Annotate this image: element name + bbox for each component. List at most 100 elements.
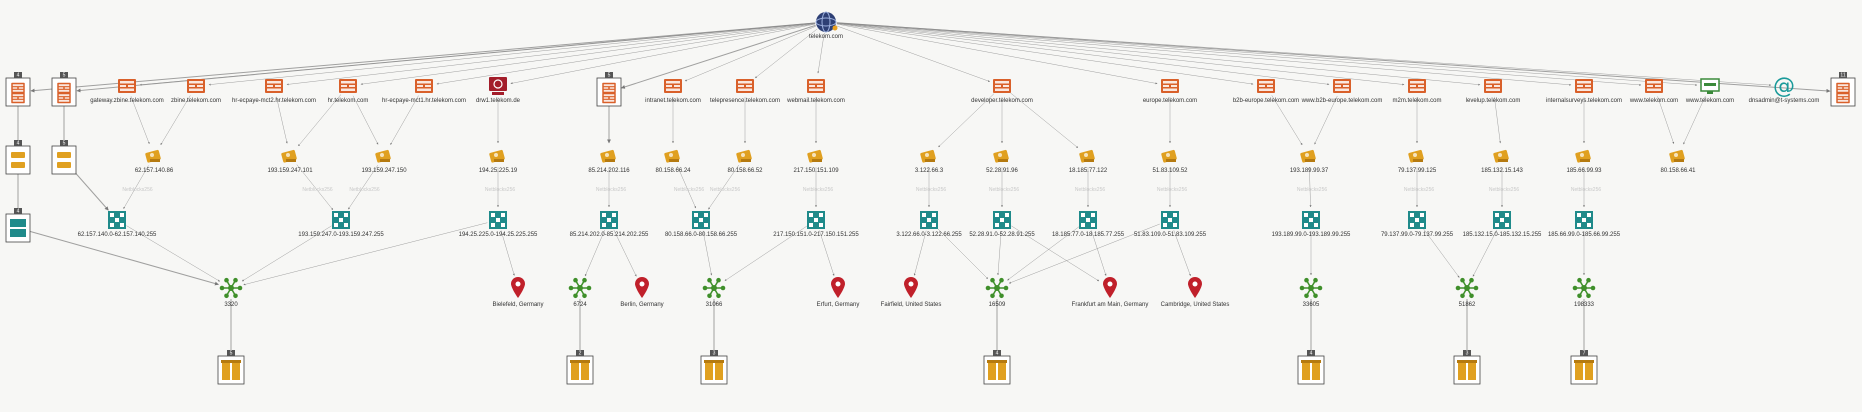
as-node-a1[interactable]: 3320 (219, 277, 243, 308)
node-label: 193.189.99.0-193.189.99.255 (1272, 232, 1351, 238)
netblock-node-n11[interactable]: 193.189.99.0-193.189.99.255 (1272, 211, 1351, 238)
ip-node-i10[interactable]: 52.28.91.96 (986, 149, 1019, 174)
group-bldg-node-b4[interactable]: 4 (983, 350, 1011, 385)
as-node-a5[interactable]: 33605 (1299, 277, 1323, 308)
group-bldg-node-b1[interactable]: 5 (217, 350, 245, 385)
ip-node-i14[interactable]: 79.137.99.125 (1398, 149, 1437, 174)
website-node-w2[interactable]: zbine.telekom.com (171, 79, 221, 104)
ip-node-i1[interactable]: 62.157.140.86 (135, 149, 174, 174)
edge-w4-i3 (352, 95, 379, 145)
as-node-a4[interactable]: 16509 (985, 277, 1009, 308)
as-node-a6[interactable]: 51862 (1455, 277, 1479, 308)
phrase-node-w18[interactable]: www.telekom.com (1685, 78, 1734, 104)
group-bldg-node-b2[interactable]: 2 (566, 350, 594, 385)
ip-node-i2[interactable]: 193.159.247.101 (267, 149, 313, 174)
location-node-l3[interactable]: Erfurt, Germany (817, 277, 860, 308)
website-icon (1257, 79, 1275, 93)
website-node-w15[interactable]: levelup.telekom.com (1466, 79, 1521, 104)
location-node-l5[interactable]: Frankfurt am Main, Germany (1072, 277, 1149, 308)
ip-node-i3[interactable]: 193.159.247.150 (361, 149, 407, 174)
group-website-node-g1[interactable]: 4 (5, 72, 31, 107)
edge-root-g7 (836, 22, 1831, 93)
node-label: 85.214.202.0-85.214.202.255 (570, 232, 649, 238)
ip-node-i6[interactable]: 80.158.66.24 (655, 149, 691, 174)
as-node-a2[interactable]: 6724 (568, 277, 592, 308)
netblock-icon (332, 211, 350, 229)
ip-node-i17[interactable]: 80.158.66.41 (1660, 149, 1696, 174)
website-node-w14[interactable]: m2m.telekom.com (1392, 79, 1442, 104)
website-node-w16[interactable]: internalsurveys.telekom.com (1546, 79, 1622, 104)
location-node-l2[interactable]: Berlin, Germany (620, 277, 664, 308)
edge-n7-a4 (936, 227, 988, 279)
ip-node-i4[interactable]: 194.25.225.19 (479, 149, 518, 174)
group-ip-node-g4[interactable]: 5 (51, 140, 77, 175)
node-label: 52.28.91.96 (986, 168, 1018, 174)
group-bldg-node-b5[interactable]: 4 (1297, 350, 1325, 385)
netblock-node-n2[interactable]: 193.159.247.0-193.159.247.255 (298, 211, 384, 238)
ip-node-i16[interactable]: 185.66.99.93 (1566, 149, 1602, 174)
ip-node-i13[interactable]: 193.189.99.37 (1290, 149, 1329, 174)
netblock-node-n14[interactable]: 185.66.99.0-185.66.99.255 (1548, 211, 1621, 238)
netblock-node-n7[interactable]: 3.122.66.0-3.122.66.255 (896, 211, 962, 238)
edge-n3-a1 (243, 222, 488, 286)
website-node-w4[interactable]: hr.telekom.com (328, 79, 369, 104)
netblock-node-n10[interactable]: 51.83.109.0-51.83.109.255 (1134, 211, 1207, 238)
as-node-a3[interactable]: 31066 (702, 277, 726, 308)
website-node-w1[interactable]: gateway.zbine.telekom.com (90, 79, 164, 104)
group-website-node-g6[interactable]: 5 (596, 72, 622, 107)
netblock-node-n9[interactable]: 18.185.77.0-18.185.77.255 (1052, 211, 1125, 238)
svg-text:5: 5 (63, 73, 66, 79)
netblock-node-n8[interactable]: 52.28.91.0-52.28.91.255 (969, 211, 1035, 238)
edge-w2-i1 (160, 95, 191, 146)
netblock-node-n1[interactable]: 62.157.140.0-62.157.140.255 (78, 211, 157, 238)
website-node-w12[interactable]: b2b-europe.telekom.com (1233, 79, 1299, 104)
website-node-w5[interactable]: hr-ecpaye-mct1.hr.telekom.com (382, 79, 466, 104)
website-node-w11[interactable]: europe.telekom.com (1143, 79, 1197, 104)
ip-node-i7[interactable]: 80.158.66.52 (727, 149, 763, 174)
netblock-node-n12[interactable]: 79.137.99.0-79.137.99.255 (1381, 211, 1454, 238)
ip-node-i8[interactable]: 217.150.151.109 (793, 149, 839, 174)
website-node-w17[interactable]: www.telekom.com (1629, 79, 1678, 104)
group-website-node-g7[interactable]: 11 (1830, 72, 1856, 107)
group-netblock-node-g5[interactable]: 4 (5, 208, 31, 243)
website-node-w13[interactable]: www.b2b-europe.telekom.com (1301, 79, 1383, 104)
svg-text:11: 11 (1840, 73, 1845, 79)
as-icon (568, 277, 592, 299)
edge-root-w4 (360, 23, 816, 86)
netblock-node-n3[interactable]: 194.25.225.0-194.25.225.255 (459, 211, 538, 238)
as-node-a7[interactable]: 198333 (1572, 277, 1596, 308)
website-alt-node-w6[interactable]: drw1.telekom.de (476, 77, 521, 104)
group-bldg-node-b7[interactable]: 7 (1570, 350, 1598, 385)
website-node-w10[interactable]: developer.telekom.com (971, 79, 1033, 104)
email-node-em[interactable]: @dnsadmin@t-systems.com (1749, 74, 1820, 104)
ip-node-i15[interactable]: 185.132.15.143 (1481, 149, 1524, 174)
edge-root-w3 (286, 23, 816, 86)
ip-node-i12[interactable]: 51.83.109.52 (1152, 149, 1188, 174)
node-label: Berlin, Germany (620, 302, 663, 308)
ip-node-i11[interactable]: 18.185.77.122 (1069, 149, 1108, 174)
location-node-l6[interactable]: Cambridge, United States (1161, 277, 1230, 308)
ip-node-i5[interactable]: 85.214.202.116 (588, 149, 630, 174)
website-node-w7[interactable]: intranet.telekom.com (645, 79, 701, 104)
netblock-node-n5[interactable]: 80.158.66.0-80.158.66.255 (665, 211, 738, 238)
node-label: 193.159.247.101 (267, 168, 313, 174)
node-label: dnsadmin@t-systems.com (1749, 98, 1820, 104)
website-icon (1484, 79, 1502, 93)
group-ip-node-g3[interactable]: 4 (5, 140, 31, 175)
location-node-l4[interactable]: Fairfield, United States (881, 277, 942, 308)
svg-text:5: 5 (608, 73, 611, 79)
ip-node-i9[interactable]: 3.122.66.3 (915, 149, 944, 174)
group-website-node-g2[interactable]: 5 (51, 72, 77, 107)
website-node-w3[interactable]: hr-ecpaye-mct2.hr.telekom.com (232, 79, 316, 104)
group-bldg-node-b6[interactable]: 3 (1453, 350, 1481, 385)
website-node-w8[interactable]: telepresence.telekom.com (710, 79, 780, 104)
website-node-w9[interactable]: webmail.telekom.com (786, 79, 845, 104)
netblock-node-n13[interactable]: 185.132.15.0-185.132.15.255 (1463, 211, 1542, 238)
group-bldg-node-b3[interactable]: 3 (700, 350, 728, 385)
node-label: 16509 (989, 302, 1006, 308)
domain-node-root[interactable]: telekom.com (809, 11, 843, 40)
netblock-node-n6[interactable]: 217.150.151.0-217.150.151.255 (773, 211, 859, 238)
location-node-l1[interactable]: Bielefeld, Germany (492, 277, 544, 308)
netblock-node-n4[interactable]: 85.214.202.0-85.214.202.255 (570, 211, 649, 238)
